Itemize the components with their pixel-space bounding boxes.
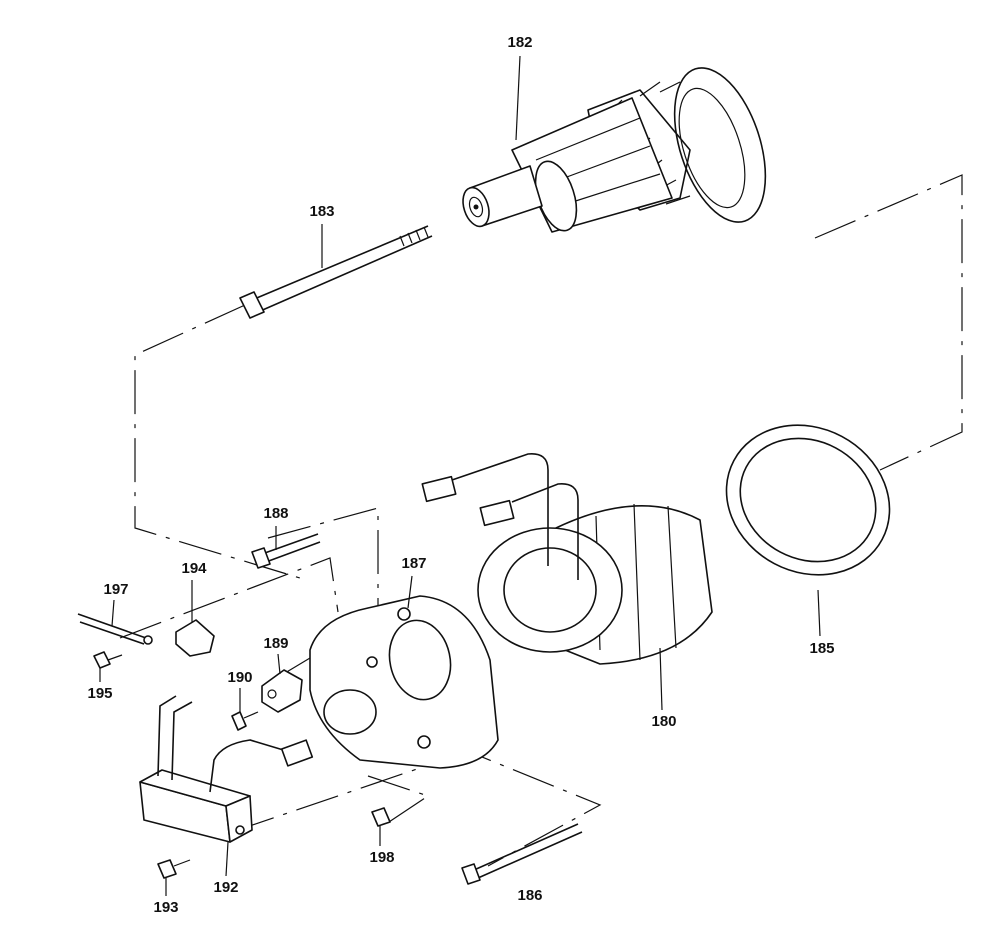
label-190: 190 (227, 669, 252, 686)
label-189: 189 (263, 635, 288, 652)
screw-193 (157, 859, 177, 879)
leader-180 (659, 647, 663, 711)
screw-195 (93, 651, 111, 669)
end-bracket (309, 595, 499, 769)
label-180: 180 (651, 713, 676, 730)
screw-190-shank (243, 711, 259, 719)
leader-185 (817, 589, 821, 637)
fastener-group (371, 807, 583, 885)
phantom-line-192 (231, 767, 421, 833)
label-193: 193 (153, 899, 178, 916)
leader-182 (515, 55, 521, 141)
rotor-fan-inner (678, 87, 746, 209)
label-195: 195 (87, 685, 112, 702)
bracket-boss-bottom (417, 735, 431, 749)
bolt-188-head (251, 547, 271, 569)
bolt-183-thread (399, 226, 429, 247)
bolt-183-head (239, 291, 265, 319)
stator-wire-1 (451, 453, 549, 566)
brush-holder-189 (261, 669, 303, 713)
bolt-183-shank (251, 225, 433, 313)
bracket-hole-left (323, 689, 377, 735)
capacitor-192-wire (209, 739, 291, 793)
leader-lines (99, 55, 821, 896)
screw-198 (371, 807, 391, 827)
terminal-194 (175, 619, 215, 657)
label-197: 197 (103, 581, 128, 598)
label-183: 183 (309, 203, 334, 220)
label-182: 182 (507, 34, 532, 51)
phantom-line-198 (367, 775, 430, 829)
screw-195-shank (107, 654, 123, 661)
phantom-line-left (134, 304, 301, 579)
label-186: 186 (517, 887, 542, 904)
label-187: 187 (401, 555, 426, 572)
stator-assembly (421, 453, 713, 665)
stator-connector-2 (479, 499, 515, 527)
label-188: 188 (263, 505, 288, 522)
leader-197 (111, 599, 115, 627)
screw-193-shank (173, 859, 191, 867)
label-185: 185 (809, 640, 834, 657)
bolt-188-shank (261, 533, 321, 563)
bracket-boss-mid (366, 656, 378, 668)
phantom-line-188 (267, 507, 379, 640)
through-bolt-long (239, 225, 433, 319)
bolt-186-shank (473, 823, 583, 879)
terminal-group (77, 613, 215, 669)
capacitor-192-tab (235, 825, 245, 835)
stator-ring (725, 424, 891, 576)
phantom-line-186 (449, 743, 602, 867)
label-194: 194 (181, 560, 207, 577)
capacitor-192-leads (157, 695, 193, 781)
stator-wire-2 (511, 483, 579, 580)
bracket-boss-top (397, 607, 411, 621)
assembly-phantom-lines (119, 174, 963, 867)
rotor-shaft-center (473, 204, 479, 210)
phantom-line-right (814, 174, 963, 471)
stator-connector-1 (421, 475, 457, 503)
screw-190 (231, 711, 247, 731)
leader-189 (277, 653, 281, 675)
rotor-bearing-inner (468, 196, 484, 218)
label-198: 198 (369, 849, 394, 866)
ring-inner (739, 437, 877, 563)
leader-192 (225, 841, 229, 877)
part-labels: 182 183 185 180 188 187 194 197 195 189 … (87, 34, 834, 916)
stator-bore (503, 547, 597, 633)
capacitor-group (139, 695, 314, 879)
label-192: 192 (213, 879, 238, 896)
stator-front-face (477, 527, 623, 653)
rod-197-end (143, 635, 153, 645)
bracket-body (309, 595, 499, 769)
brush-holder-189-hole (267, 689, 277, 699)
bolt-186-head (461, 863, 481, 885)
rotor-assembly (462, 67, 767, 233)
ring-outer (725, 424, 891, 576)
bolt-188 (251, 533, 321, 569)
bracket-hole-right (388, 619, 452, 701)
leader-187 (407, 575, 413, 609)
brush-holder-group (231, 669, 303, 731)
phantom-line-194 (119, 557, 339, 639)
capacitor-192-connector (280, 739, 314, 767)
capacitor-192-side (225, 795, 253, 843)
